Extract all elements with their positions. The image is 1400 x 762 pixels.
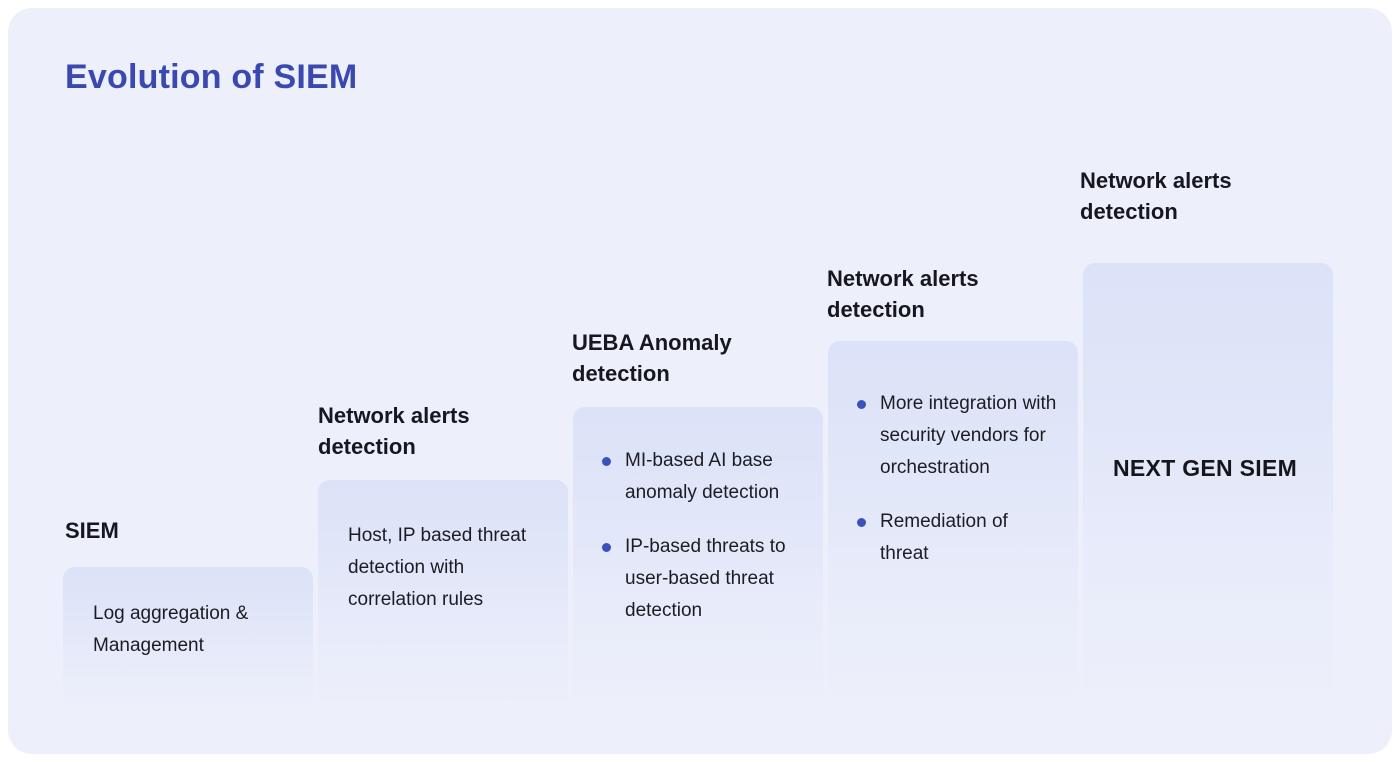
bullet-text: More integration with security vendors f… <box>880 393 1057 478</box>
step-5-card: NEXT GEN SIEM <box>1083 263 1333 712</box>
step-4-card: More integration with security vendors f… <box>828 341 1078 712</box>
bullet-text: IP-based threats to user-based threat de… <box>625 536 786 621</box>
step-1-heading: SIEM <box>65 518 119 543</box>
bullet-list: More integration with security vendors f… <box>828 388 1058 570</box>
step-3-heading: UEBA Anomaly detection <box>572 330 732 386</box>
step-4-heading: Network alerts detection <box>827 266 979 322</box>
step-2-heading: Network alerts detection <box>318 403 470 459</box>
step-3-card-list: MI-based AI base anomaly detection IP-ba… <box>573 407 823 627</box>
list-item: Remediation of threat <box>828 506 1058 570</box>
step-3-card: MI-based AI base anomaly detection IP-ba… <box>573 407 823 712</box>
step-2-card-text: Host, IP based threat detection with cor… <box>348 525 527 610</box>
bullet-text: Remediation of threat <box>880 511 1008 564</box>
list-item: IP-based threats to user-based threat de… <box>573 531 803 627</box>
step-5-card-text: NEXT GEN SIEM <box>1113 455 1298 481</box>
list-item: MI-based AI base anomaly detection <box>573 445 803 509</box>
step-2-card: Host, IP based threat detection with cor… <box>318 480 568 712</box>
step-1-card: Log aggregation & Management <box>63 567 313 712</box>
step-4-card-list: More integration with security vendors f… <box>828 341 1078 570</box>
bullet-dot-icon <box>857 400 866 409</box>
bullet-text: MI-based AI base anomaly detection <box>625 450 780 503</box>
slide-title: Evolution of SIEM <box>65 58 358 96</box>
step-5-heading: Network alerts detection <box>1080 168 1232 224</box>
bullet-dot-icon <box>602 457 611 466</box>
step-1-card-text: Log aggregation & Management <box>93 603 249 656</box>
slide-panel: Evolution of SIEM SIEM Log aggregation &… <box>8 8 1392 754</box>
bullet-dot-icon <box>602 543 611 552</box>
bullet-dot-icon <box>857 518 866 527</box>
list-item: More integration with security vendors f… <box>828 388 1058 484</box>
bullet-list: MI-based AI base anomaly detection IP-ba… <box>573 445 803 627</box>
